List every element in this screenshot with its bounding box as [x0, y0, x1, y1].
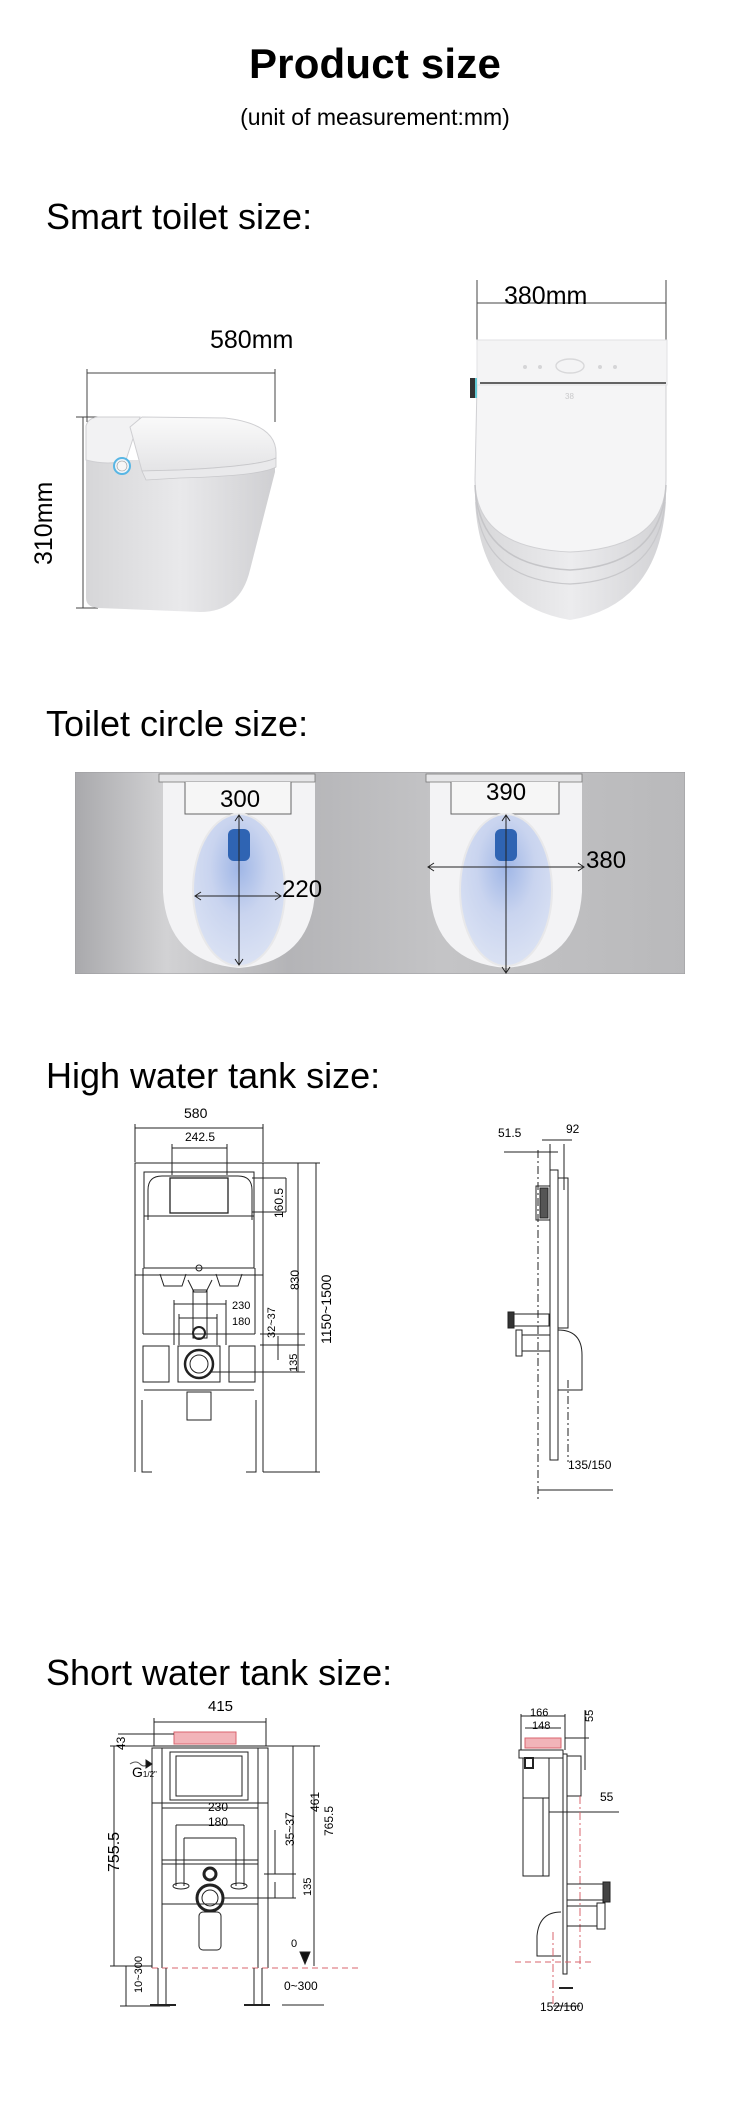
floor-level-0: 0 — [291, 1938, 298, 1950]
section-heading-short-water-tank: Short water tank size: — [46, 1652, 393, 1693]
short-tank-side-drawing — [515, 1710, 619, 2007]
inlet-g: G — [132, 1764, 143, 1780]
dimension-92: 92 — [566, 1122, 580, 1136]
dimension-width-380mm: 380mm — [504, 282, 588, 310]
outer-length-390: 390 — [486, 779, 527, 806]
section-heading-high-water-tank: High water tank size: — [46, 1055, 381, 1096]
dimension-152-160: 152/160 — [540, 2000, 584, 2014]
dimension-35-37: 35~37 — [283, 1812, 297, 1846]
section-heading-toilet-circle: Toilet circle size: — [46, 703, 309, 744]
dimension-32-37: 32~37 — [266, 1307, 278, 1338]
toilet-top-view-illustration — [470, 280, 668, 620]
dimension-830: 830 — [288, 1269, 302, 1290]
dimension-755-5: 755.5 — [106, 1831, 123, 1872]
dimension-160-5: 160.5 — [272, 1187, 286, 1218]
high-tank-front-drawing — [134, 1124, 320, 1473]
dimension-0-300: 0~300 — [284, 1979, 318, 1993]
toilet-side-view-illustration — [76, 369, 277, 612]
dimension-length-580: 580mm — [210, 326, 294, 354]
dimension-148: 148 — [532, 1720, 551, 1732]
dimension-10-300: 10~300 — [133, 1955, 145, 1993]
dimension-height-310: 310mm — [30, 481, 58, 565]
inner-width-220: 220 — [282, 876, 323, 903]
dimension-415: 415 — [208, 1698, 234, 1715]
outer-width-380: 380 — [586, 847, 627, 874]
temperature-display: 38 — [565, 392, 574, 401]
dimension-242-5: 242.5 — [185, 1130, 216, 1144]
dimension-55-top: 55 — [584, 1709, 596, 1722]
high-tank-side-drawing — [504, 1139, 613, 1500]
dimension-51-5: 51.5 — [498, 1126, 522, 1140]
dimension-55-offset: 55 — [600, 1790, 614, 1804]
dimension-135: 135 — [288, 1353, 300, 1372]
dimension-461: 461 — [308, 1791, 322, 1812]
dimension-765-5: 765.5 — [322, 1805, 336, 1836]
dimension-180: 180 — [232, 1316, 251, 1328]
dimension-166: 166 — [530, 1707, 549, 1719]
inlet-size-label: G1/2" — [132, 1764, 157, 1780]
inner-length-300: 300 — [220, 786, 261, 813]
dimension-580: 580 — [184, 1105, 208, 1121]
dimension-135: 135 — [302, 1877, 314, 1896]
section-heading-smart-toilet: Smart toilet size: — [46, 196, 313, 237]
dimension-180: 180 — [208, 1815, 229, 1829]
dimension-230: 230 — [208, 1800, 229, 1814]
dimension-43: 43 — [114, 1736, 128, 1750]
toilet-circle-illustration — [75, 772, 685, 974]
inlet-fraction: 1/2" — [142, 1770, 157, 1779]
short-tank-front-drawing — [110, 1718, 360, 2007]
dimension-1150-1500: 1150~1500 — [318, 1274, 334, 1344]
page-subtitle: (unit of measurement:mm) — [240, 104, 510, 130]
dimension-135-150: 135/150 — [568, 1458, 612, 1472]
page-title: Product size — [248, 40, 502, 87]
dimension-230: 230 — [232, 1300, 251, 1312]
